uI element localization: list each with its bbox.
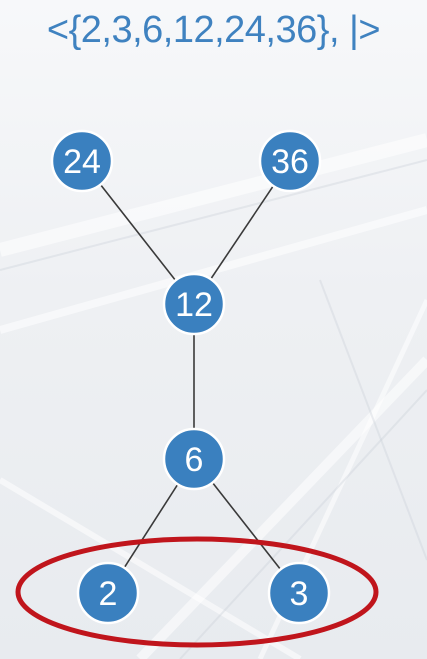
node-3: 3: [267, 561, 331, 625]
node-36: 36: [258, 129, 322, 193]
highlight-ellipse: [15, 536, 379, 648]
node-6: 6: [162, 427, 226, 491]
node-24-label: 24: [63, 143, 101, 181]
node-12: 12: [162, 272, 226, 336]
node-36-label: 36: [271, 143, 309, 181]
node-3-label: 3: [290, 575, 309, 613]
node-6-label: 6: [185, 441, 204, 479]
node-2-label: 2: [99, 575, 118, 613]
slide-title: <{2,3,6,12,24,36}, |>: [46, 9, 381, 51]
node-24: 24: [50, 129, 114, 193]
node-2: 2: [76, 561, 140, 625]
node-12-label: 12: [175, 286, 213, 324]
